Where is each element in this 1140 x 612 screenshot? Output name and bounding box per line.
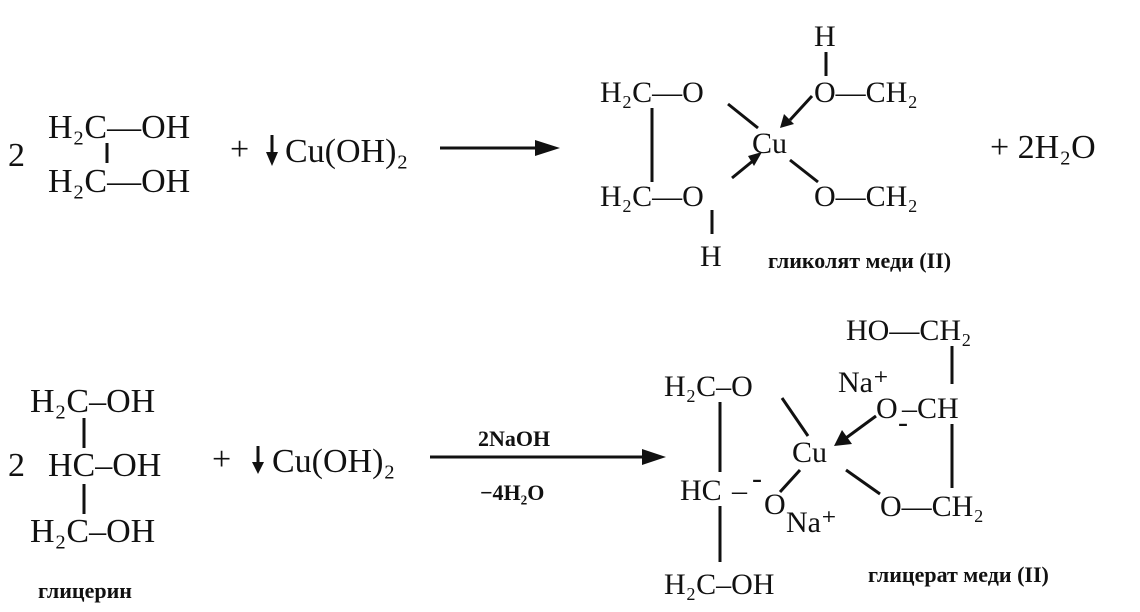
r1-product-name: гликолят меди (II)	[768, 248, 951, 273]
r2-reagent: Cu(OH)₂	[272, 443, 395, 480]
r2-complex-left-mid-hc: HC	[680, 474, 722, 507]
r2-complex-left-top: H₂C–O	[664, 370, 753, 403]
r2-complex-center: Cu	[792, 436, 827, 469]
r2-complex-left-mid-minus: -	[752, 462, 762, 495]
reaction-2: H₂C–OH 2 HC–OH H₂C–OH глицерин + Cu(OH)₂…	[8, 314, 1049, 603]
r1-plus: +	[230, 131, 249, 168]
r2-coefficient: 2	[8, 447, 25, 484]
r2-reactant-name: глицерин	[38, 578, 132, 603]
r2-glycerol-top: H₂C–OH	[30, 383, 155, 420]
r1-complex-right-top: O—CH₂	[814, 76, 918, 109]
r1-byproduct: + 2H₂O	[990, 129, 1096, 166]
r2-product-name: глицерат меди (II)	[868, 562, 1049, 587]
r2-glycerol-mid: HC–OH	[48, 447, 161, 484]
r2-complex-right-na: Na⁺	[838, 366, 889, 399]
r1-complex-left-bottom: H₂C—O	[600, 180, 704, 213]
r2-complex-right-mid-rest: –CH	[901, 392, 959, 425]
r2-complex-left-mid-o: O	[764, 488, 786, 521]
r2-glycerol-bottom: H₂C–OH	[30, 513, 155, 550]
r2-condition-bottom: −4H₂O	[480, 480, 544, 505]
r2-complex-left-na: Na⁺	[786, 506, 837, 539]
reaction-1: 2 H₂C—OH H₂C—OH + Cu(OH)₂ H₂C—O H₂C—O H …	[8, 20, 1096, 273]
r2-complex-right-bottom: O—CH₂	[880, 490, 984, 523]
r1-glycol-bottom: H₂C—OH	[48, 163, 190, 200]
r2-plus: +	[212, 441, 231, 478]
r2-condition-top: 2NaOH	[478, 426, 550, 451]
r2-complex-left-bottom: H₂C–OH	[664, 568, 774, 601]
r2-complex-right-top: HO—CH₂	[846, 314, 971, 347]
r2-complex-left-mid-dash: –	[731, 474, 748, 507]
r2-complex-right-mid-o: O	[876, 392, 898, 425]
r1-glycol-top: H₂C—OH	[48, 109, 190, 146]
r1-complex-left-top: H₂C—O	[600, 76, 704, 109]
r2-complex-right-mid-minus: -	[898, 406, 908, 439]
r1-complex: H₂C—O H₂C—O H Cu H O—CH₂ O—CH₂	[600, 20, 918, 273]
r1-complex-right-bottom: O—CH₂	[814, 180, 918, 213]
r1-complex-left-h: H	[700, 240, 722, 273]
r1-reagent: Cu(OH)₂	[285, 133, 408, 170]
r2-complex: H₂C–O HC – - O Na⁺ H₂C–OH Cu Na⁺ HO—CH₂ …	[664, 314, 984, 601]
r1-coefficient: 2	[8, 137, 25, 174]
r1-complex-right-h: H	[814, 20, 836, 53]
